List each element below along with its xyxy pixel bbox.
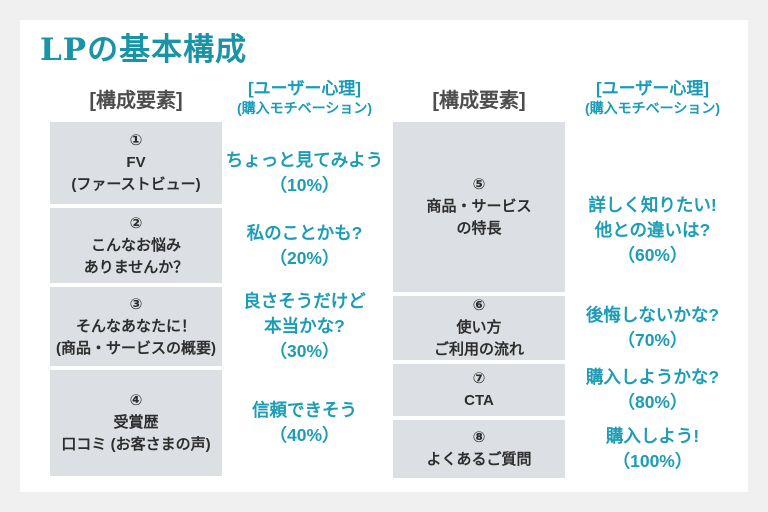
left-psychology-header-main: [ユーザー心理] xyxy=(248,79,361,98)
psychology-text-2: 私のことかも? （20%） xyxy=(246,222,363,268)
right-group-headers: [構成要素] [ユーザー心理] (購入モチベーション) xyxy=(393,76,740,120)
row-cta: ⑦ CTA 購入しようかな? （80%） xyxy=(393,364,740,416)
right-elements-header: [構成要素] xyxy=(432,89,526,112)
psychology-text-7: 購入しようかな? （80%） xyxy=(585,367,720,412)
element-box-4: ④ 受賞歴 口コミ (お客さまの声) xyxy=(50,370,222,476)
left-elements-header: [構成要素] xyxy=(89,89,183,112)
element-box-8: ⑧ よくあるご質問 xyxy=(393,420,565,478)
infographic-card: LPの基本構成 [構成要素] [ユーザー心理] (購入モチベーション) ① FV… xyxy=(20,20,748,492)
row-pain-points: ② こんなお悩み ありませんか？ 私のことかも? （20%） xyxy=(50,208,387,283)
element-box-5: ⑤ 商品・サービス の特長 xyxy=(393,122,565,292)
left-psychology-header: [ユーザー心理] (購入モチベーション) xyxy=(222,79,387,117)
left-group-headers: [構成要素] [ユーザー心理] (購入モチベーション) xyxy=(50,76,387,120)
page-title: LPの基本構成 xyxy=(40,32,248,68)
diagram-columns: [構成要素] [ユーザー心理] (購入モチベーション) ① FV (ファーストビ… xyxy=(50,76,748,478)
left-group: [構成要素] [ユーザー心理] (購入モチベーション) ① FV (ファーストビ… xyxy=(50,76,387,478)
right-psychology-header-main: [ユーザー心理] xyxy=(596,79,709,98)
psychology-text-1: ちょっと見てみよう （10%） xyxy=(225,150,384,195)
psychology-text-5: 詳しく知りたい! 他との違いは? （60%） xyxy=(588,194,717,265)
row-fv: ① FV (ファーストビュー) ちょっと見てみよう （10%） xyxy=(50,122,387,204)
row-usage-flow: ⑥ 使い方 ご利用の流れ 後悔しないかな? （70%） xyxy=(393,296,740,360)
psychology-text-3: 良さそうだけど 本当かな? （30%） xyxy=(243,291,366,361)
psychology-text-4: 信頼できそう （40%） xyxy=(252,400,357,445)
right-psychology-header-sub: (購入モチベーション) xyxy=(584,100,721,116)
element-box-3: ③ そんなあなたに！ (商品・サービスの概要) xyxy=(50,287,222,366)
psychology-text-6: 後悔しないかな? （70%） xyxy=(585,305,720,350)
element-box-6: ⑥ 使い方 ご利用の流れ xyxy=(393,296,565,360)
element-box-2: ② こんなお悩み ありませんか？ xyxy=(50,208,222,283)
row-awards-reviews: ④ 受賞歴 口コミ (お客さまの声) 信頼できそう （40%） xyxy=(50,370,387,476)
left-rows: ① FV (ファーストビュー) ちょっと見てみよう （10%） ② こんなお悩み… xyxy=(50,122,387,476)
row-service-overview: ③ そんなあなたに！ (商品・サービスの概要) 良さそうだけど 本当かな? （3… xyxy=(50,287,387,366)
right-rows: ⑤ 商品・サービス の特長 詳しく知りたい! 他との違いは? （60%） ⑥ 使… xyxy=(393,122,740,478)
element-box-1: ① FV (ファーストビュー) xyxy=(50,122,222,204)
row-faq: ⑧ よくあるご質問 購入しよう! （100%） xyxy=(393,420,740,478)
right-psychology-header: [ユーザー心理] (購入モチベーション) xyxy=(565,79,740,117)
right-group: [構成要素] [ユーザー心理] (購入モチベーション) ⑤ 商品・サービス の特… xyxy=(393,76,740,478)
left-psychology-header-sub: (購入モチベーション) xyxy=(236,100,373,116)
psychology-text-8: 購入しよう! （100%） xyxy=(605,426,700,471)
row-product-features: ⑤ 商品・サービス の特長 詳しく知りたい! 他との違いは? （60%） xyxy=(393,122,740,292)
element-box-7: ⑦ CTA xyxy=(393,364,565,416)
